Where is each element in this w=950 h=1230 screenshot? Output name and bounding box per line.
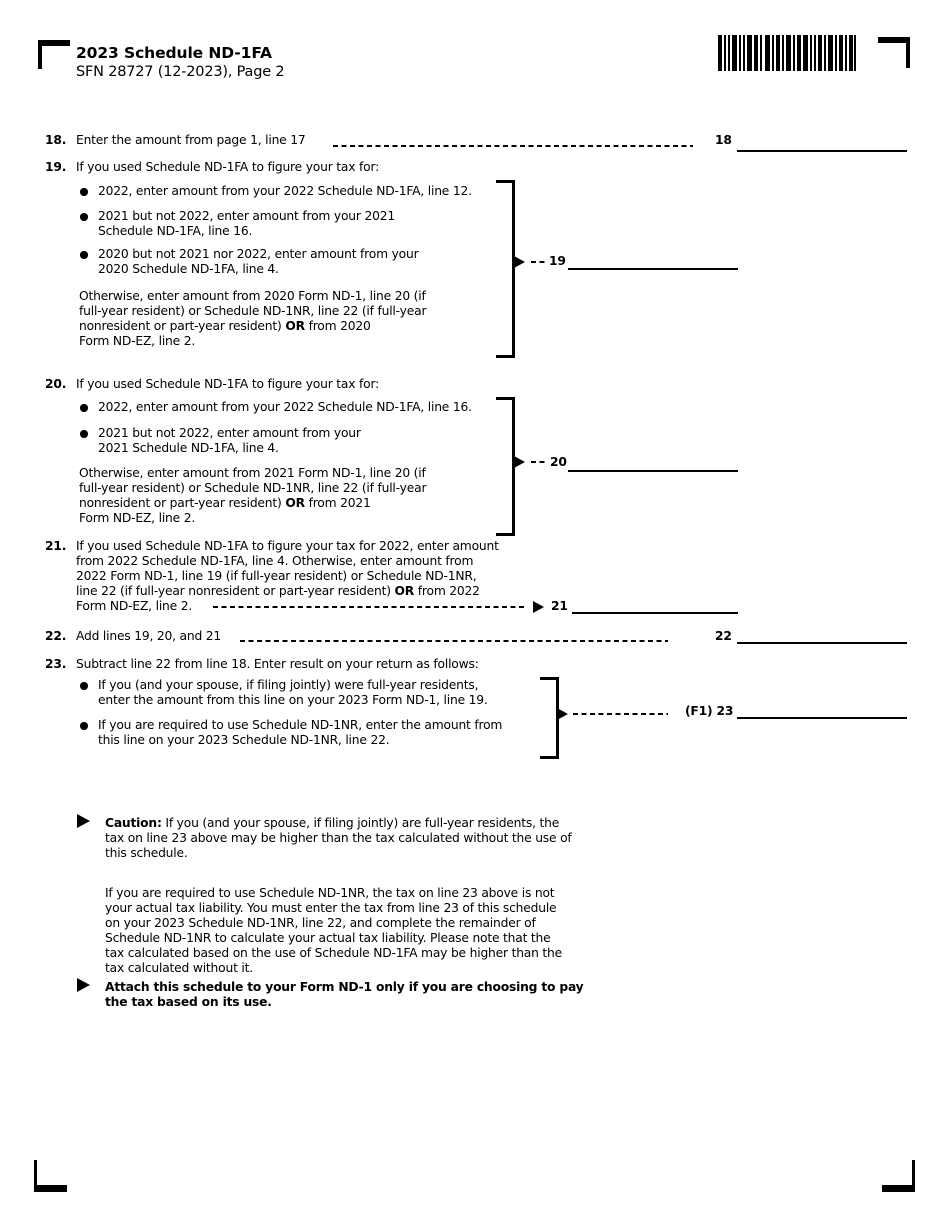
line-19-bullet-3-cont: 2020 Schedule ND-1FA, line 4. — [98, 262, 279, 276]
line-19-number: 19. — [45, 160, 67, 174]
line-21-amount-field[interactable] — [572, 612, 738, 614]
line-23-amount-field[interactable] — [737, 717, 907, 719]
line-18-amount-field[interactable] — [737, 150, 907, 152]
line-23-number: 23. — [45, 657, 67, 671]
crop-mark-top-left — [38, 40, 70, 69]
crop-mark-bottom-left — [34, 1160, 67, 1192]
line-23-field-label: (F1) 23 — [685, 704, 734, 718]
bullet-icon — [80, 188, 88, 196]
bullet-icon — [80, 251, 88, 259]
line-21-text: If you used Schedule ND-1FA to figure yo… — [76, 539, 499, 553]
line-22-number: 22. — [45, 629, 67, 643]
arrow-right-icon — [514, 256, 525, 268]
line-19-otherwise-cont: nonresident or part-year resident) OR fr… — [79, 319, 371, 333]
bullet-icon — [80, 430, 88, 438]
page-title: 2023 Schedule ND-1FA — [76, 44, 272, 62]
bullet-icon — [80, 213, 88, 221]
line-23-bullet-1-cont: enter the amount from this line on your … — [98, 693, 488, 707]
line-23-bullet-1: If you (and your spouse, if filing joint… — [98, 678, 479, 692]
line-18-text: Enter the amount from page 1, line 17 — [76, 133, 306, 147]
dotted-leader — [531, 461, 546, 463]
attach-note-text-cont: the tax based on its use. — [105, 995, 272, 1009]
line-20-field-label: 20 — [550, 455, 567, 469]
dotted-leader — [213, 606, 525, 608]
line-21-text-cont: line 22 (if full-year nonresident or par… — [76, 584, 480, 598]
line-20-otherwise: Otherwise, enter amount from 2021 Form N… — [79, 466, 426, 480]
line-19-otherwise-cont: full-year resident) or Schedule ND-1NR, … — [79, 304, 427, 318]
line-18-field-label: 18 — [715, 133, 732, 147]
crop-mark-bottom-right — [882, 1160, 915, 1192]
caution-paragraph-2: If you are required to use Schedule ND-1… — [105, 886, 555, 900]
dotted-leader — [573, 713, 668, 715]
caution-paragraph-2-cont: Schedule ND-1NR to calculate your actual… — [105, 931, 551, 945]
line-19-bullet-2-cont: Schedule ND-1FA, line 16. — [98, 224, 253, 238]
caution-paragraph-1: Caution: If you (and your spouse, if fil… — [105, 816, 560, 830]
line-21-text-cont: 2022 Form ND-1, line 19 (if full-year re… — [76, 569, 477, 583]
crop-mark-top-right — [878, 37, 910, 68]
line-19-otherwise: Otherwise, enter amount from 2020 Form N… — [79, 289, 426, 303]
line-22-field-label: 22 — [715, 629, 732, 643]
dotted-leader — [333, 145, 693, 147]
arrow-right-icon — [77, 978, 90, 992]
line-20-otherwise-cont: full-year resident) or Schedule ND-1NR, … — [79, 481, 427, 495]
line-20-intro: If you used Schedule ND-1FA to figure yo… — [76, 377, 380, 391]
line-22-text: Add lines 19, 20, and 21 — [76, 629, 222, 643]
line-21-field-label: 21 — [551, 599, 568, 613]
grouping-bracket — [496, 180, 515, 358]
line-20-bullet-1: 2022, enter amount from your 2022 Schedu… — [98, 400, 472, 414]
caution-paragraph-2-cont: tax calculated based on the use of Sched… — [105, 946, 563, 960]
line-23-intro: Subtract line 22 from line 18. Enter res… — [76, 657, 479, 671]
bullet-icon — [80, 682, 88, 690]
line-19-field-label: 19 — [549, 254, 566, 268]
line-22-amount-field[interactable] — [737, 642, 907, 644]
line-23-bullet-2-cont: this line on your 2023 Schedule ND-1NR, … — [98, 733, 390, 747]
line-19-bullet-2: 2021 but not 2022, enter amount from you… — [98, 209, 395, 223]
attach-note-text: Attach this schedule to your Form ND-1 o… — [105, 980, 584, 994]
line-19-bullet-3: 2020 but not 2021 nor 2022, enter amount… — [98, 247, 419, 261]
line-19-amount-field[interactable] — [568, 268, 738, 270]
line-21-text-cont: Form ND-EZ, line 2. — [76, 599, 193, 613]
arrow-right-icon — [557, 708, 568, 720]
line-20-otherwise-cont: nonresident or part-year resident) OR fr… — [79, 496, 371, 510]
line-19-otherwise-cont: Form ND-EZ, line 2. — [79, 334, 196, 348]
line-23-bullet-2: If you are required to use Schedule ND-1… — [98, 718, 503, 732]
bullet-icon — [80, 404, 88, 412]
page-subtitle: SFN 28727 (12-2023), Page 2 — [76, 64, 285, 80]
line-20-number: 20. — [45, 377, 67, 391]
line-19-intro: If you used Schedule ND-1FA to figure yo… — [76, 160, 380, 174]
line-18-number: 18. — [45, 133, 67, 147]
arrow-right-icon — [533, 601, 544, 613]
caution-paragraph-1-cont: tax on line 23 above may be higher than … — [105, 831, 572, 845]
arrow-right-icon — [77, 814, 90, 828]
caution-paragraph-2-cont: on your 2023 Schedule ND-1NR, line 22, a… — [105, 916, 536, 930]
line-20-otherwise-cont: Form ND-EZ, line 2. — [79, 511, 196, 525]
barcode — [718, 35, 856, 71]
dotted-leader — [531, 261, 546, 263]
bullet-icon — [80, 722, 88, 730]
caution-paragraph-1-cont: this schedule. — [105, 846, 188, 860]
arrow-right-icon — [514, 456, 525, 468]
grouping-bracket — [496, 397, 515, 536]
line-20-amount-field[interactable] — [568, 470, 738, 472]
dotted-leader — [240, 640, 668, 642]
caution-paragraph-2-cont: tax calculated without it. — [105, 961, 253, 975]
line-20-bullet-2-cont: 2021 Schedule ND-1FA, line 4. — [98, 441, 279, 455]
line-20-bullet-2: 2021 but not 2022, enter amount from you… — [98, 426, 361, 440]
caution-paragraph-2-cont: your actual tax liability. You must ente… — [105, 901, 557, 915]
line-21-text-cont: from 2022 Schedule ND-1FA, line 4. Other… — [76, 554, 474, 568]
line-19-bullet-1: 2022, enter amount from your 2022 Schedu… — [98, 184, 472, 198]
line-21-number: 21. — [45, 539, 67, 553]
